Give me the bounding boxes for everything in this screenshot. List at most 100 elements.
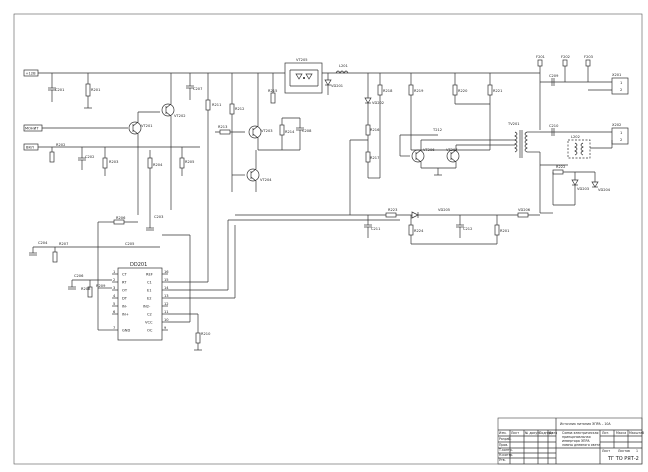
- svg-text:12: 12: [164, 302, 169, 306]
- ic-dd201-label: DD201: [130, 262, 147, 268]
- svg-text:VT205: VT205: [296, 58, 308, 62]
- svg-text:Схема электрическая: Схема электрическая: [562, 431, 599, 435]
- doc-code: Источник питания ЭПРА – 10А: [560, 422, 611, 426]
- connector-x202: X202 1 2: [611, 123, 629, 145]
- svg-text:Подпись: Подпись: [539, 431, 553, 435]
- svg-text:2: 2: [113, 278, 115, 282]
- svg-text:R222: R222: [556, 165, 565, 169]
- svg-text:9: 9: [164, 326, 167, 330]
- svg-text:инвертора ЭПРА: инвертора ЭПРА: [562, 439, 590, 443]
- right-resistor-bank: VD202 R216 R217 R218 R219 R220 R221: [349, 73, 502, 215]
- svg-text:R208: R208: [81, 287, 91, 291]
- svg-text:1: 1: [636, 449, 638, 453]
- svg-text:F202: F202: [561, 55, 570, 59]
- svg-text:R224: R224: [414, 229, 424, 233]
- svg-text:Дата: Дата: [549, 431, 557, 435]
- svg-text:C203: C203: [154, 215, 163, 219]
- svg-text:X201: X201: [612, 73, 621, 77]
- svg-text:принципиальная: принципиальная: [562, 435, 591, 439]
- svg-text:DT: DT: [122, 297, 128, 301]
- designation: ТГ ТО РЯТ-2: [607, 456, 639, 462]
- svg-text:C211: C211: [371, 227, 380, 231]
- output-stage: T212 VT206 VT207 TV201: [399, 122, 541, 176]
- svg-text:VD202: VD202: [372, 101, 384, 105]
- svg-text:E1: E1: [147, 289, 152, 293]
- label-c201: C201: [55, 88, 64, 92]
- svg-text:10: 10: [164, 318, 169, 322]
- sheet-frame: [13, 13, 643, 465]
- svg-text:Масштаб: Масштаб: [629, 431, 644, 435]
- svg-text:C205: C205: [125, 242, 134, 246]
- svg-text:GND: GND: [122, 329, 130, 333]
- svg-text:2: 2: [620, 88, 622, 92]
- inductor-l201: L201 VD201: [324, 64, 349, 95]
- svg-text:R202: R202: [56, 143, 65, 147]
- svg-text:R209: R209: [96, 284, 106, 288]
- svg-text:Лист: Лист: [602, 449, 610, 453]
- label-r201: R201: [91, 88, 100, 92]
- svg-text:R211: R211: [212, 103, 221, 107]
- svg-text:VD206: VD206: [518, 208, 531, 212]
- driver-stage: R211 R212 R213 VT203 VT204 R214 C208: [205, 73, 312, 192]
- svg-text:R220: R220: [458, 89, 468, 93]
- feedback-network: C211 R223 VD205 R224 C212 R201 VD206: [235, 208, 540, 245]
- ic-dd201: DD201 1 CT 2 RT 3 OT 4 DT 5 IN- 6 IN+ 7 …: [112, 262, 169, 341]
- svg-text:C206: C206: [74, 274, 84, 278]
- title-block: Источник питания ЭПРА – 10А Схема электр…: [497, 417, 644, 465]
- input-terminal-12v: +12В: [23, 69, 39, 77]
- svg-text:T212: T212: [432, 128, 442, 132]
- svg-text:IN-: IN-: [122, 305, 128, 309]
- svg-text:Н.контр.: Н.контр.: [499, 453, 513, 457]
- svg-text:C212: C212: [463, 227, 472, 231]
- svg-text:F203: F203: [584, 55, 593, 59]
- input-terminal-monitor: МОНИТ: [23, 124, 128, 132]
- input-label-monitor: МОНИТ: [25, 127, 39, 131]
- label-vt201: VT201: [141, 124, 153, 128]
- input-label-on: ВКЛ: [26, 146, 34, 150]
- svg-text:C209: C209: [549, 74, 559, 78]
- svg-text:14: 14: [164, 286, 169, 290]
- svg-text:IN2-: IN2-: [143, 305, 151, 309]
- transistor-vt202: VT202: [138, 73, 186, 210]
- svg-text:2: 2: [620, 138, 622, 142]
- connector-x201: X201 1 2: [588, 73, 629, 95]
- svg-text:C207: C207: [193, 87, 202, 91]
- svg-text:C202: C202: [85, 155, 94, 159]
- svg-text:R223: R223: [388, 208, 397, 212]
- svg-text:3: 3: [113, 286, 115, 290]
- svg-text:C208: C208: [302, 129, 312, 133]
- ic-output-wires: R210: [98, 120, 400, 351]
- svg-text:Пров.: Пров.: [499, 443, 508, 447]
- svg-text:C2: C2: [147, 313, 152, 317]
- svg-text:R204: R204: [153, 163, 163, 167]
- svg-text:16: 16: [164, 270, 169, 274]
- svg-text:13: 13: [164, 294, 169, 298]
- svg-text:1: 1: [620, 81, 622, 85]
- svg-text:7: 7: [113, 326, 115, 330]
- svg-text:№ докум.: № докум.: [525, 431, 541, 435]
- svg-text:R219: R219: [414, 89, 424, 93]
- label-vt202: VT202: [174, 114, 186, 118]
- svg-text:R210: R210: [201, 332, 211, 336]
- svg-text:R217: R217: [370, 156, 379, 160]
- svg-text:Масса: Масса: [616, 431, 626, 435]
- svg-text:5: 5: [113, 302, 115, 306]
- svg-text:IN+: IN+: [122, 313, 129, 317]
- svg-text:Лит.: Лит.: [602, 431, 609, 435]
- svg-text:15: 15: [164, 278, 169, 282]
- svg-text:4: 4: [113, 294, 116, 298]
- svg-text:VT204: VT204: [260, 178, 272, 182]
- svg-text:F201: F201: [536, 55, 545, 59]
- svg-text:TV201: TV201: [507, 122, 520, 126]
- svg-text:Разраб.: Разраб.: [499, 437, 512, 441]
- input-label-12v: +12В: [26, 72, 37, 76]
- resistor-r201: R201: [84, 73, 100, 109]
- svg-text:1: 1: [113, 270, 115, 274]
- power-rail: [38, 72, 541, 130]
- svg-text:C210: C210: [549, 124, 559, 128]
- svg-text:OT: OT: [122, 289, 128, 293]
- svg-text:VCC: VCC: [145, 321, 153, 325]
- svg-text:1: 1: [620, 131, 622, 135]
